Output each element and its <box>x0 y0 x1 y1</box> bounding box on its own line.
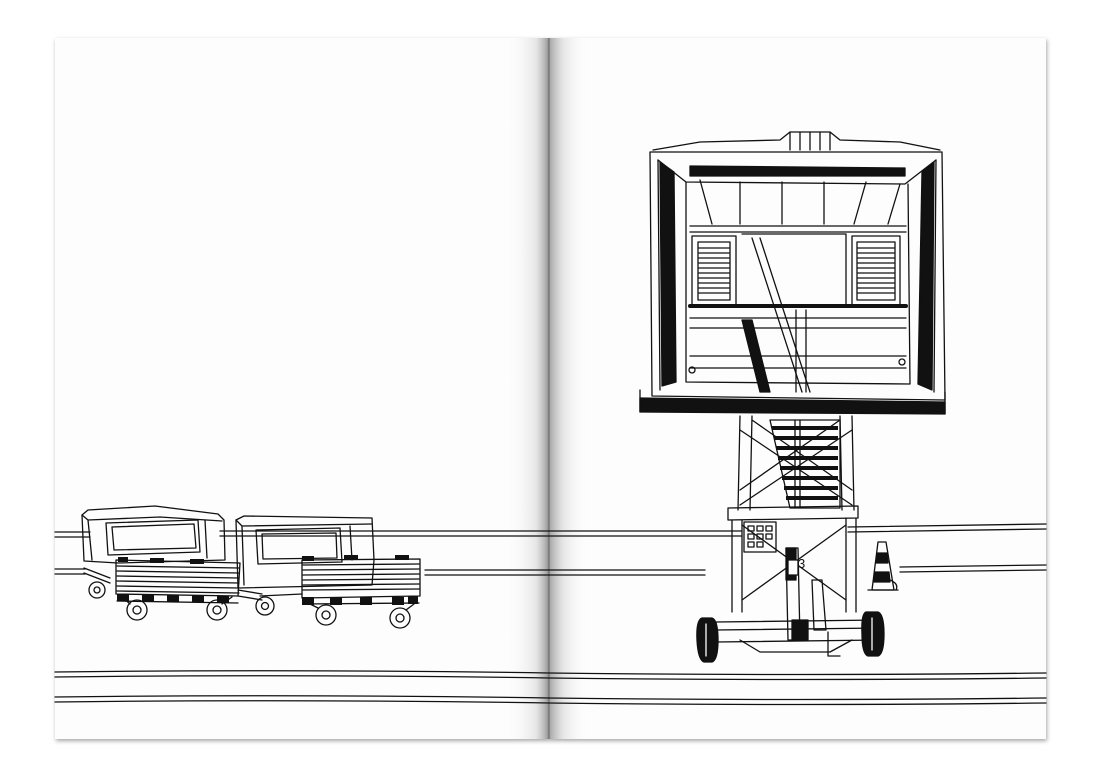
vehicle-number: 3 <box>798 556 805 571</box>
truck-chassis <box>696 505 899 663</box>
control-panel-buttons <box>747 525 773 548</box>
truck-cabin <box>639 131 946 415</box>
right-ground-lines <box>548 523 1047 706</box>
left-ground-lines <box>54 530 550 704</box>
scissor-lift <box>737 415 855 511</box>
baggage-cart-1 <box>81 505 263 621</box>
catering-truck: 3 <box>639 131 946 663</box>
left-page <box>55 38 549 739</box>
baggage-cart-2 <box>235 515 421 629</box>
